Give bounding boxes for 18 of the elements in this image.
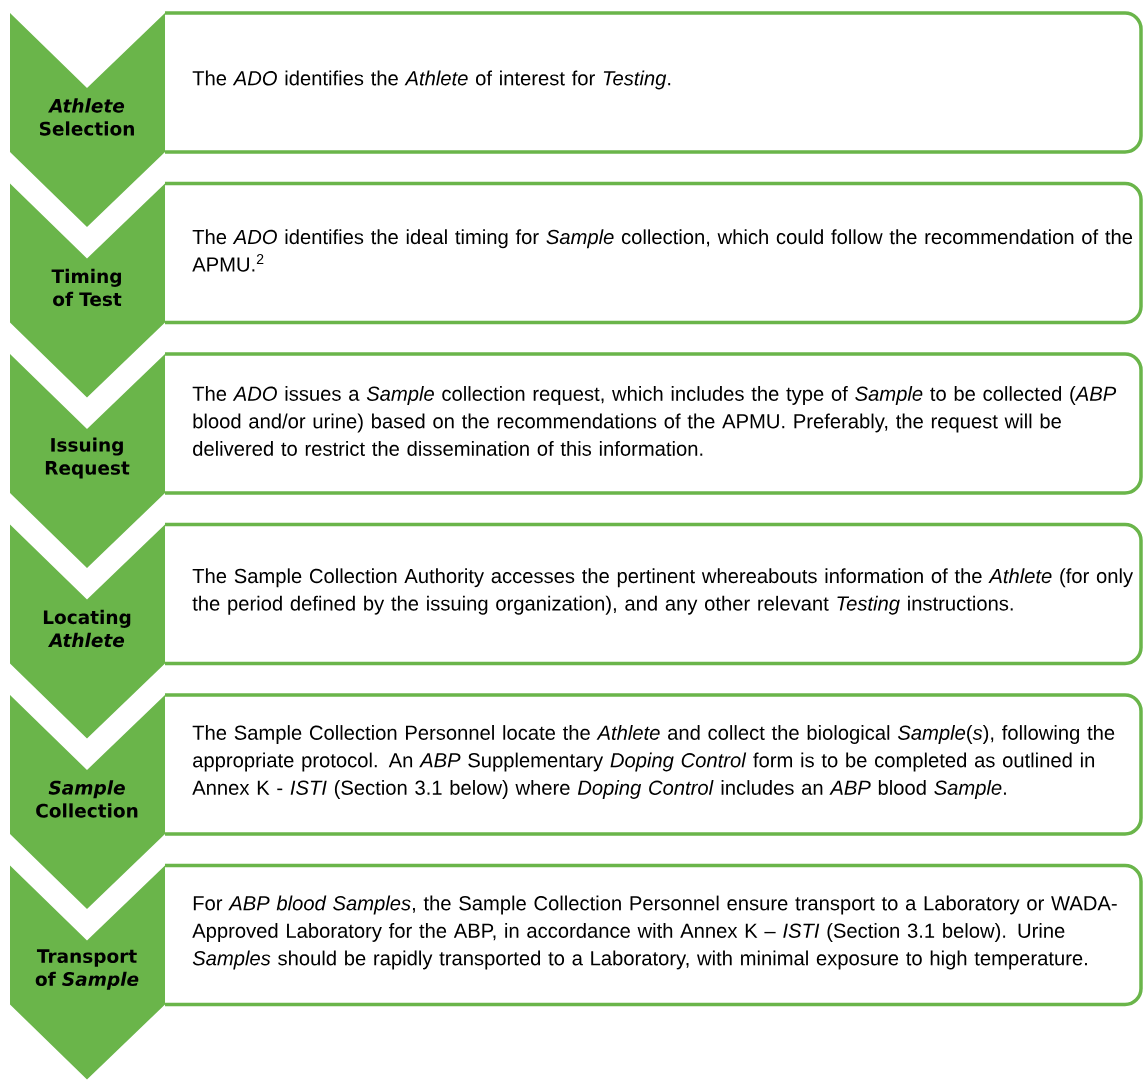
stage-banner: Sample Collection — [10, 695, 165, 909]
stage-banner: Timing of Test — [10, 183, 165, 398]
stage-banner: Issuing Request — [10, 354, 165, 568]
stage-banner: Transport of Sample — [10, 865, 165, 1080]
node-label: Locating Athlete — [43, 609, 131, 648]
text-box: The ADO issues a Sample collection request, which includes the type of Sample to be collected (ABP blood and/or urine) based on the recommendations of the APMU. Preferably, the request will be delivered to restrict the dissemination of this information. — [165, 352, 1143, 495]
text-box: The Sample Collection Authority accesses the pertinent whereabouts information of the Athlete (for only the period defined by the issuing organization), and any other relevant Testing instructions. — [165, 522, 1143, 666]
node-label: Transport of Sample — [35, 949, 139, 990]
text-box: The ADO identifies the ideal timing for Sample collection, which could follow the recommendation of the APMU.$^{2}$ — [165, 181, 1143, 325]
node-label: Athlete Selection — [39, 98, 134, 136]
node-label: Issuing Request — [45, 437, 130, 479]
text-box: For ABP blood Samples, the Sample Collection Personnel ensure transport to a Laboratory or WADA-Approved Laboratory for the ABP, in accordance with Annex K – ISTI (Section 3.1 below). Urine Samples should be rapidly transported to a Laboratory, with minimal exposure to high temperature. — [165, 863, 1143, 1007]
stage-banner: Locating Athlete — [10, 524, 165, 739]
stage-banner: Athlete Selection — [10, 13, 165, 227]
text-box: The Sample Collection Personnel locate the Athlete and collect the biological Sample(s), following the appropriate protocol. An ABP Supplementary Doping Control form is to be completed as outlined in Annex K - ISTI (Section 3.1 below) where Doping Control includes an ABP blood Sample. — [165, 693, 1143, 836]
node-label: Timing of Test — [51, 268, 122, 307]
node-label: Sample Collection — [36, 780, 138, 818]
text-box: The ADO identifies the Athlete of interest for Testing. — [165, 11, 1143, 154]
